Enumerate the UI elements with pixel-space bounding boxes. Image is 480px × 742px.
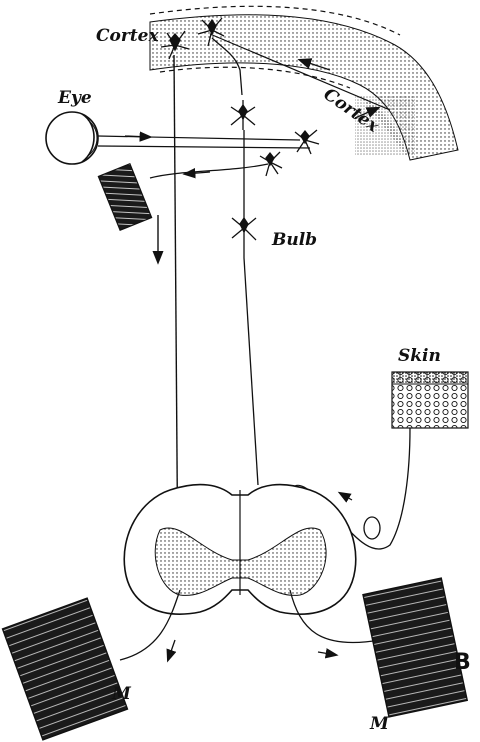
midbrain-neuron (294, 129, 320, 155)
bulb-neuron (231, 212, 257, 258)
tectal-neuron (259, 151, 283, 177)
label-skin: Skin (398, 346, 441, 366)
cortex-neuron-right (197, 17, 243, 96)
muscle-right (362, 577, 469, 718)
cortex-neuron-left (160, 30, 190, 60)
arrow-sensory (337, 491, 353, 503)
arrow-motor-right (317, 648, 339, 659)
skin-sample (391, 371, 469, 429)
arrow-motor-left (166, 639, 177, 663)
motor-nerve-right (289, 589, 381, 644)
label-eye: Eye (58, 88, 92, 108)
eye-muscle-nerve (149, 163, 269, 179)
arrow-cortex-1 (297, 58, 331, 71)
label-bulb: Bulb (272, 230, 318, 250)
label-muscle-left: M (112, 684, 131, 704)
arrow-eye-muscle (182, 167, 211, 179)
ascending-tract (243, 257, 259, 486)
spinal-cord-section (123, 483, 357, 615)
muscle-left (1, 597, 129, 741)
eye-muscle (97, 162, 153, 232)
label-cortex-top: Cortex (96, 26, 159, 46)
dorsal-root-ganglion (363, 516, 381, 540)
cortex-to-cortex-fiber (209, 33, 391, 111)
optic-fiber-2 (97, 145, 311, 149)
arrow-eye (124, 131, 153, 142)
label-figure-letter: B (454, 650, 471, 675)
eye-icon (45, 111, 99, 165)
arrow-cortex-2 (354, 106, 381, 119)
motor-nerve-left (119, 589, 181, 661)
thalamic-neuron (230, 100, 256, 130)
label-muscle-right: M (370, 714, 389, 734)
